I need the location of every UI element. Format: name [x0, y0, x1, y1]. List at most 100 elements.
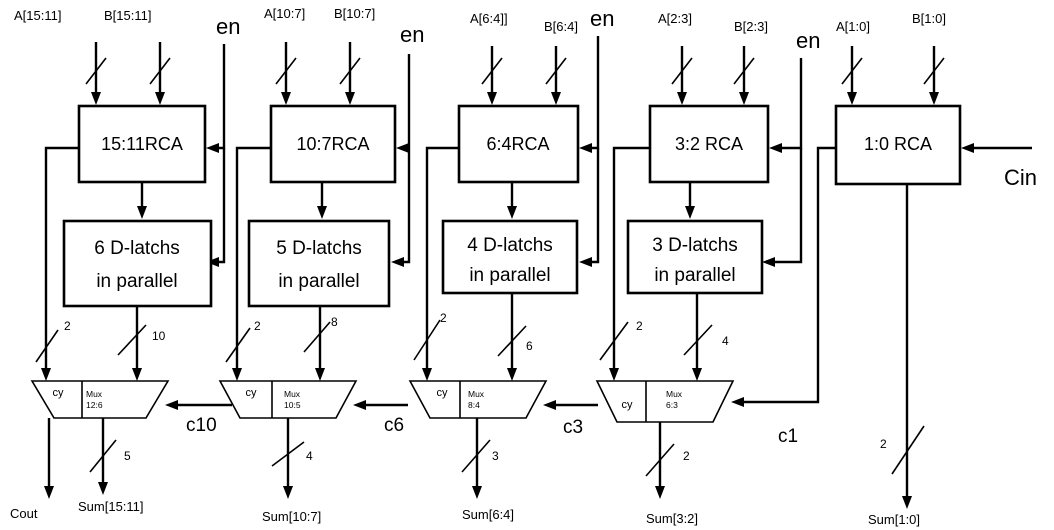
enable-wire-to-rca: [219, 44, 226, 150]
bus-width-label: 2: [636, 319, 643, 333]
latch-label-line1: 5 D-latchs: [276, 238, 362, 259]
input-b-6-4-label: B[6:4]: [544, 19, 578, 34]
bus-width-label: 3: [492, 449, 499, 463]
latch-block-6: [62, 219, 213, 308]
latch-block-4: [441, 219, 579, 295]
arrowhead: [281, 92, 291, 105]
rca-block-15-11: [77, 104, 207, 184]
mux-range-label: 12:6: [86, 400, 103, 410]
arrowhead: [41, 368, 51, 381]
latch-label-line1: 6 D-latchs: [94, 238, 180, 259]
arrowhead: [206, 143, 219, 153]
bus-slash: [271, 441, 305, 467]
arrowhead: [655, 486, 665, 499]
mux-range-label: 8:4: [468, 400, 480, 410]
enable-label-4: en: [796, 28, 820, 53]
mux-name-label: Mux: [666, 389, 683, 399]
bus-slash: [671, 57, 693, 85]
bus-width-label: 2: [880, 437, 887, 451]
sum-label: Sum[10:7]: [262, 509, 321, 524]
bus-width-label: 2: [64, 319, 71, 333]
bus-slash: [85, 57, 107, 85]
bus-width-label: 2: [254, 319, 261, 333]
arrowhead: [283, 486, 293, 499]
bus-width-label: 10: [152, 329, 166, 343]
input-b-15-11-label: B[15:11]: [104, 8, 151, 23]
bus-slash: [89, 439, 117, 473]
carry-c1-wire: [744, 146, 836, 404]
mux-cy-label: cy: [437, 387, 449, 399]
arrowhead: [731, 397, 744, 407]
enable-wire-to-latch: [404, 148, 411, 264]
bus-slash: [683, 324, 713, 356]
mux-6-3: [595, 380, 735, 423]
arrowhead: [345, 92, 355, 105]
mux-name-label: Mux: [284, 389, 301, 399]
arrowhead: [579, 257, 592, 267]
input-b-2-3-label: B[2:3]: [734, 19, 768, 34]
arrowhead: [692, 368, 702, 381]
enable-label-2: en: [400, 22, 424, 47]
arrowhead: [391, 257, 404, 267]
input-b-10-7-label: B[10:7]: [334, 6, 375, 21]
arrowhead: [132, 368, 142, 381]
carry-wire: [612, 146, 650, 368]
input-a-2-3-label: A[2:3]: [658, 11, 692, 26]
arrowhead: [98, 482, 108, 495]
bus-slash: [339, 57, 361, 85]
input-a-10-7-label: A[10:7]: [264, 6, 305, 21]
arrowhead: [677, 92, 687, 105]
bus-slash: [645, 443, 675, 477]
bus-slash: [733, 57, 755, 85]
latch-block-5: [247, 219, 391, 308]
sum-label: Sum[6:4]: [462, 507, 514, 522]
arrowhead: [232, 368, 242, 381]
rca-label: 3:2 RCA: [675, 134, 743, 154]
sum-label: Sum[3:2]: [646, 511, 698, 526]
arrowhead: [137, 206, 147, 219]
sum-label: Sum[15:11]: [78, 499, 144, 514]
bus-slash: [599, 321, 629, 361]
carry-wire: [44, 146, 79, 368]
mux-cy-label: cy: [53, 387, 65, 399]
enable-wire-to-latch: [219, 148, 226, 264]
enable-label-3: en: [590, 6, 614, 31]
latch-label-line2: in parallel: [469, 265, 550, 286]
latch-label-line1: 4 D-latchs: [467, 235, 553, 256]
bus-width-label: 2: [440, 311, 447, 325]
arrowhead: [155, 92, 165, 105]
enable-wire-to-latch: [592, 148, 600, 264]
bus-slash: [841, 57, 863, 85]
input-a-6-4-label: A[6:4]]: [470, 11, 508, 26]
arrowhead: [353, 400, 366, 410]
arrowhead: [472, 486, 482, 499]
enable-wire-to-rca: [592, 36, 600, 150]
bus-width-label: 4: [722, 334, 729, 348]
bus-slash: [461, 439, 491, 473]
arrowhead: [422, 368, 432, 381]
arrowhead: [551, 92, 561, 105]
mux-name-label: Mux: [86, 389, 103, 399]
arrowhead: [739, 92, 749, 105]
arrowhead: [317, 206, 327, 219]
arrowhead: [579, 143, 592, 153]
mux-cy-label: cy: [622, 399, 634, 411]
arrowhead: [206, 257, 219, 267]
enable-wire-to-rca: [782, 58, 803, 150]
arrowhead: [91, 92, 101, 105]
mux-cy-label: cy: [246, 387, 258, 399]
mux-range-label: 10:5: [284, 400, 301, 410]
bus-slash: [891, 425, 925, 475]
arrowhead: [769, 143, 782, 153]
bus-slash: [303, 321, 331, 353]
bus-slash: [149, 57, 171, 85]
arrowhead: [847, 92, 857, 105]
rca-block-6-4: [457, 104, 580, 184]
bus-slash: [117, 324, 147, 356]
cin-label: Cin: [1004, 165, 1037, 190]
arrowhead: [543, 400, 556, 410]
arrowhead: [929, 92, 939, 105]
latch-label-line2: in parallel: [654, 265, 735, 286]
input-a-15-11-label: A[15:11]: [14, 8, 61, 23]
arrowhead: [609, 368, 619, 381]
